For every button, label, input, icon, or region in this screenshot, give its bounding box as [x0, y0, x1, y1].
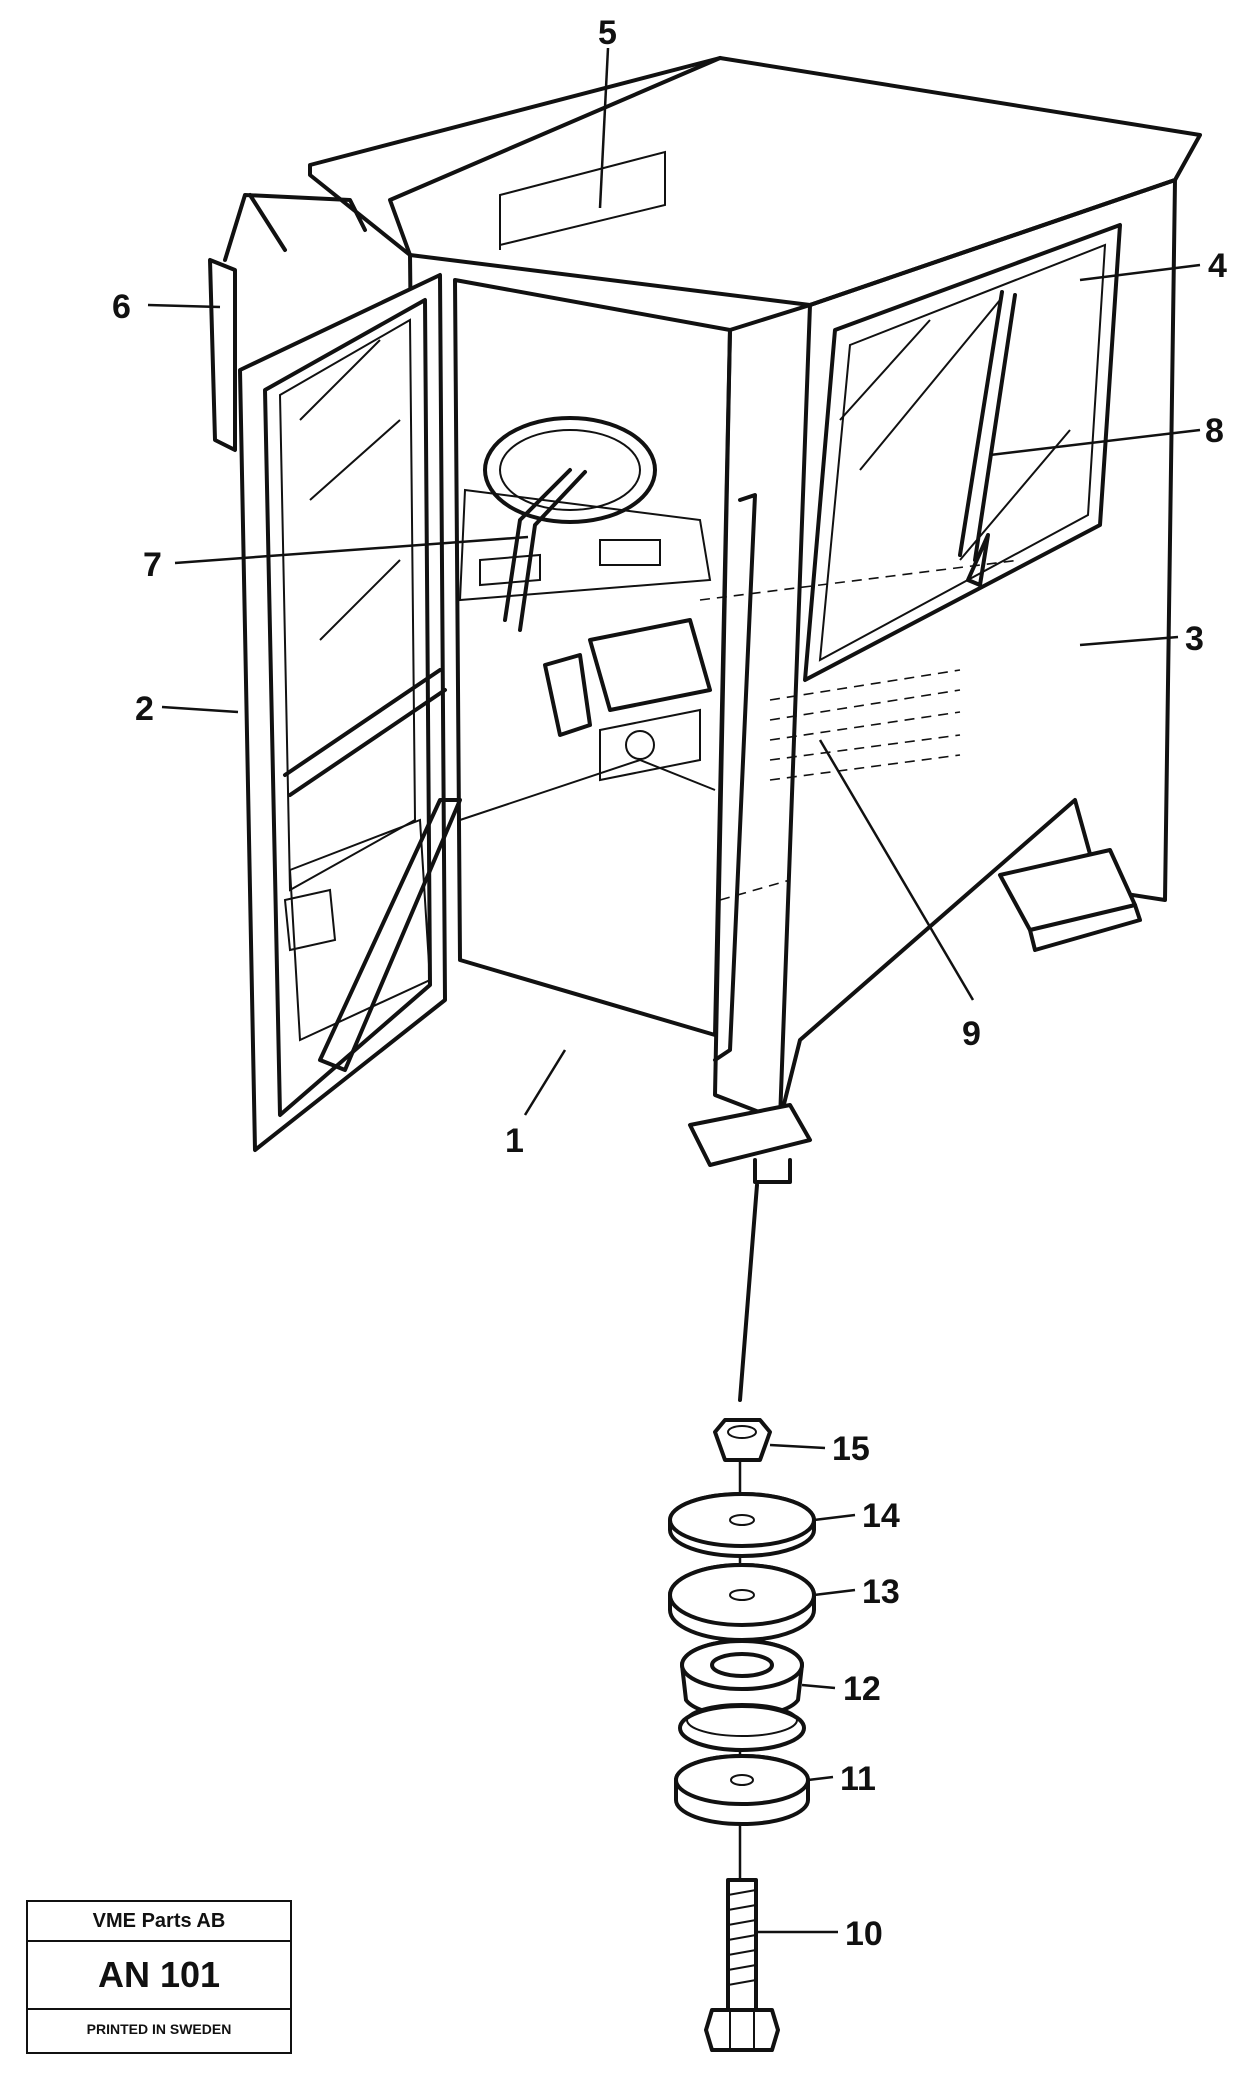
washer-middle — [668, 1563, 816, 1642]
leader-lines — [147, 47, 1201, 1934]
cab-body — [308, 56, 1202, 1184]
callout-4: 4 — [1208, 247, 1227, 285]
stamp-code: AN 101 — [28, 1942, 290, 2010]
callout-3: 3 — [1185, 620, 1204, 658]
callout-14: 14 — [862, 1497, 900, 1535]
bolt — [704, 1878, 780, 2052]
callout-5: 5 — [598, 14, 617, 52]
fastener-stack — [668, 1183, 816, 2052]
callout-7: 7 — [143, 546, 162, 584]
stamp-company: VME Parts AB — [28, 1902, 290, 1942]
washer-upper — [668, 1492, 816, 1558]
callout-1: 1 — [505, 1122, 524, 1160]
callout-numbers: 1 2 3 4 5 6 7 8 9 10 11 12 13 14 15 — [112, 14, 1227, 1953]
stamp-printed: PRINTED IN SWEDEN — [86, 2021, 232, 2037]
callout-15: 15 — [832, 1430, 870, 1468]
callout-2: 2 — [135, 690, 154, 728]
nut — [713, 1418, 772, 1462]
callout-12: 12 — [843, 1670, 881, 1708]
cab-interior — [458, 416, 757, 1062]
title-stamp: VME Parts AB AN 101 PRINTED IN SWEDEN — [26, 1900, 292, 2054]
callout-13: 13 — [862, 1573, 900, 1611]
callout-11: 11 — [840, 1760, 876, 1798]
callout-10: 10 — [845, 1915, 883, 1953]
callout-9: 9 — [962, 1015, 981, 1053]
callout-6: 6 — [112, 288, 131, 326]
washer-lower — [674, 1754, 810, 1826]
callout-8: 8 — [1205, 412, 1224, 450]
cab-door — [208, 193, 462, 1152]
rubber-mount — [678, 1639, 806, 1752]
